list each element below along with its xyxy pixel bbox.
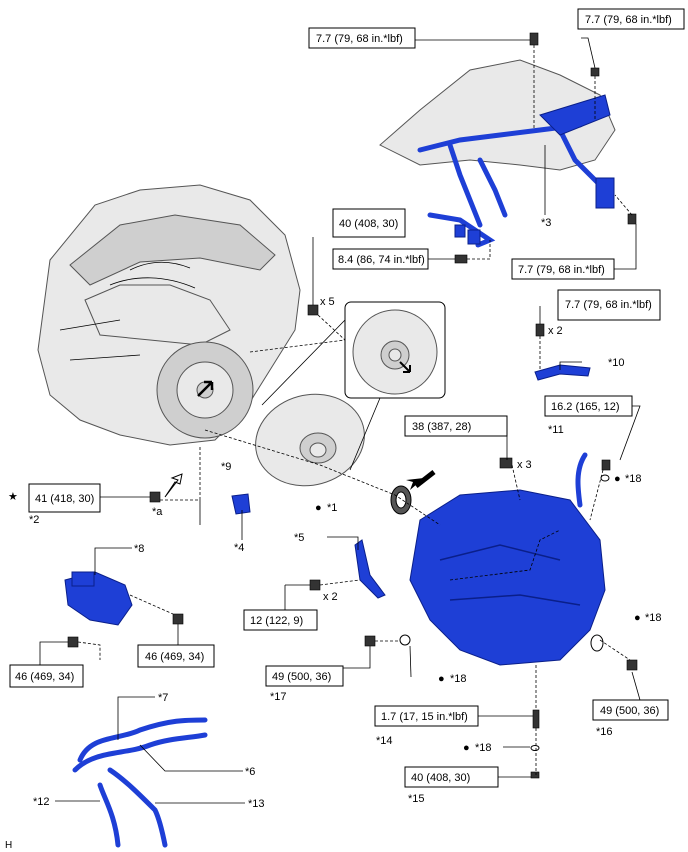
svg-text:46 (469, 34): 46 (469, 34)	[145, 651, 204, 663]
torque-spec-t15: 1.7 (17, 15 in.*lbf)	[374, 705, 479, 727]
label-part-5: *5	[294, 532, 304, 544]
hole-cover-illustration	[231, 493, 251, 515]
part-labels: ● *1 ★ *2 *3 *4 *5 *6 *7 *8 *9 *10 *11 *…	[8, 217, 662, 810]
engine-illustration	[37, 184, 301, 446]
svg-text:7.7 (79, 68 in.*lbf): 7.7 (79, 68 in.*lbf)	[585, 14, 672, 26]
marker-dot: ●	[315, 502, 322, 514]
torque-spec-t10: 12 (122, 9)	[243, 609, 318, 631]
torque-spec-t1: 7.7 (79, 68 in.*lbf)	[308, 27, 416, 49]
torque-spec-t3: 40 (408, 30)	[332, 208, 406, 238]
wire-harness-illustration	[379, 59, 616, 248]
label-part-15: *15	[408, 793, 425, 805]
svg-text:1.7 (17, 15 in.*lbf): 1.7 (17, 15 in.*lbf)	[381, 711, 468, 723]
torque-spec-t7: 16.2 (165, 12)	[544, 395, 633, 417]
zoom-callout	[261, 301, 446, 471]
torque-spec-t5: 7.7 (79, 68 in.*lbf)	[511, 258, 615, 280]
label-part-2: *2	[29, 514, 39, 526]
bracket-illustration	[354, 539, 386, 599]
label-part-18: *18	[475, 742, 492, 754]
marker-star: ★	[8, 491, 18, 503]
torque-spec-t13: 49 (500, 36)	[265, 665, 344, 687]
label-part-18: *18	[625, 473, 642, 485]
torque-spec-t12: 46 (469, 34)	[9, 664, 84, 688]
svg-text:40 (408, 30): 40 (408, 30)	[411, 772, 470, 784]
svg-text:40 (408, 30): 40 (408, 30)	[339, 218, 398, 230]
svg-text:41 (418, 30): 41 (418, 30)	[35, 493, 94, 505]
label-part-12: *12	[33, 796, 50, 808]
torque-spec-t16: 40 (408, 30)	[404, 766, 499, 788]
marker-dot: ●	[463, 742, 470, 754]
label-part-11: *11	[548, 424, 564, 436]
svg-text:7.7 (79, 68 in.*lbf): 7.7 (79, 68 in.*lbf)	[565, 299, 652, 311]
label-part-13: *13	[248, 798, 265, 810]
marker-dot: ●	[614, 473, 621, 485]
torque-converter-illustration	[255, 393, 365, 487]
torque-spec-t4: 8.4 (86, 74 in.*lbf)	[332, 248, 429, 270]
marker-dot: ●	[634, 612, 641, 624]
quantity-2: x 2	[323, 591, 338, 603]
label-part-14: *14	[376, 735, 393, 747]
label-part-18: *18	[450, 673, 467, 685]
svg-text:46 (469, 34): 46 (469, 34)	[15, 671, 74, 683]
svg-text:49 (500, 36): 49 (500, 36)	[600, 705, 659, 717]
torque-spec-t8: 38 (387, 28)	[404, 415, 508, 437]
label-part-17: *17	[270, 691, 287, 703]
label-part-3: *3	[541, 217, 551, 229]
quantity-2: x 2	[548, 325, 563, 337]
label-part-18: *18	[645, 612, 662, 624]
label-part-8: *8	[134, 543, 144, 555]
svg-text:49 (500, 36): 49 (500, 36)	[272, 671, 331, 683]
torque-spec-t11: 46 (469, 34)	[137, 644, 215, 668]
svg-text:8.4 (86, 74 in.*lbf): 8.4 (86, 74 in.*lbf)	[338, 254, 425, 266]
svg-text:7.7 (79, 68 in.*lbf): 7.7 (79, 68 in.*lbf)	[316, 33, 403, 45]
hose-assembly-illustration	[72, 717, 208, 848]
guide-lines	[77, 45, 633, 775]
quantity-5: x 5	[320, 296, 335, 308]
torque-spec-t14: 49 (500, 36)	[592, 699, 669, 721]
label-part-6: *6	[245, 766, 255, 778]
label-part-10: *10	[608, 357, 625, 369]
label-part-a: *a	[152, 506, 163, 518]
torque-spec-t6: 7.7 (79, 68 in.*lbf)	[557, 289, 661, 321]
svg-text:38 (387, 28): 38 (387, 28)	[412, 421, 471, 433]
label-part-4: *4	[234, 542, 244, 554]
stay-illustration	[534, 364, 591, 381]
svg-text:16.2 (165, 12): 16.2 (165, 12)	[551, 401, 620, 413]
label-part-9: *9	[221, 461, 231, 473]
marker-dot: ●	[438, 673, 445, 685]
label-part-16: *16	[596, 726, 613, 738]
quantity-labels: x 5 x 2 x 3 x 2	[320, 296, 563, 603]
torque-spec-t9: 41 (418, 30)	[28, 483, 101, 513]
oil-seal-illustration	[390, 470, 436, 515]
svg-text:7.7 (79, 68 in.*lbf): 7.7 (79, 68 in.*lbf)	[518, 264, 605, 276]
transaxle-illustration	[409, 452, 606, 666]
svg-text:12 (122, 9): 12 (122, 9)	[250, 615, 303, 627]
label-part-1: *1	[327, 502, 337, 514]
quantity-3: x 3	[517, 459, 532, 471]
torque-spec-t2: 7.7 (79, 68 in.*lbf)	[577, 8, 685, 30]
bolts	[67, 32, 638, 779]
corner-letter: H	[5, 840, 12, 851]
starter-illustration	[64, 571, 133, 626]
label-part-7: *7	[158, 692, 168, 704]
